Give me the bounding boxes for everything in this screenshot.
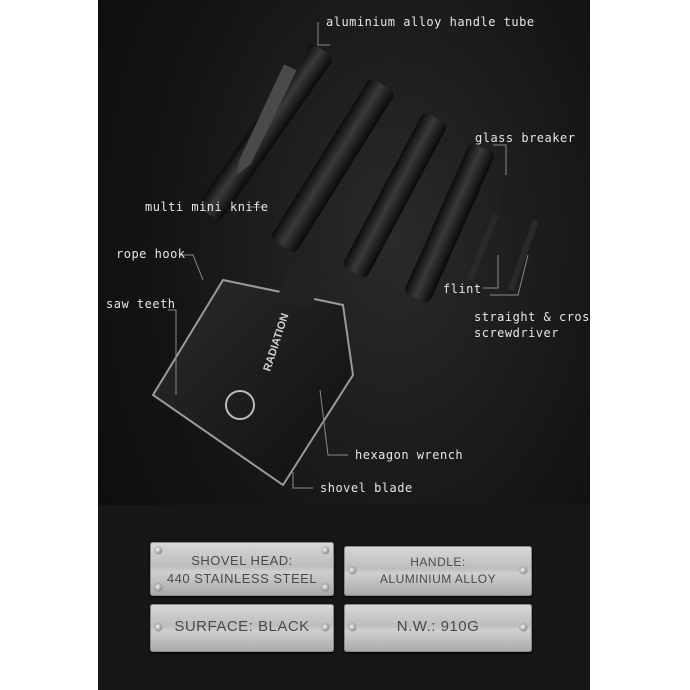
screw <box>155 547 162 554</box>
handle-tube <box>343 113 447 277</box>
plate-handle-line1: HANDLE: <box>410 555 466 569</box>
plate-shovel-head: SHOVEL HEAD: 440 STAINLESS STEEL <box>150 542 334 596</box>
lower-background <box>98 505 590 690</box>
label-hex-wrench: hexagon wrench <box>355 448 464 462</box>
handle-tube <box>271 79 394 252</box>
callout-lines <box>168 22 529 489</box>
label-screwdriver-line2: screwdriver <box>474 326 559 340</box>
glass-breaker <box>501 190 519 218</box>
plate-weight-text: N.W.: 910G <box>396 618 480 635</box>
handle-tube <box>405 144 494 303</box>
plate-head-line2: 440 STAINLESS STEEL <box>166 571 318 586</box>
screw <box>322 624 329 631</box>
product-poster: RADIATION aluminium alloy handle tube gl… <box>98 0 590 690</box>
label-handle-tube: aluminium alloy handle tube <box>326 15 535 29</box>
plate-handle: HANDLE: ALUMINIUM ALLOY <box>344 546 532 596</box>
screw <box>520 624 527 631</box>
label-mini-knife: multi mini knife <box>145 200 269 214</box>
label-saw-teeth: saw teeth <box>106 297 176 311</box>
screwdriver-bit <box>507 218 539 292</box>
label-rope-hook: rope hook <box>116 247 186 261</box>
label-screwdriver-line1: straight & cross <box>474 310 590 324</box>
screw <box>349 567 356 574</box>
plate-handle-line2: ALUMINIUM ALLOY <box>379 572 497 586</box>
screw <box>155 584 162 591</box>
mini-knife <box>236 37 310 175</box>
screw <box>155 624 162 631</box>
screw <box>322 584 329 591</box>
screw <box>322 547 329 554</box>
product-illustration: RADIATION <box>98 22 590 690</box>
shovel-head: RADIATION <box>151 261 355 487</box>
plate-surface-text: SURFACE: BLACK <box>174 618 310 635</box>
screwdriver-bit <box>466 213 499 282</box>
plate-head-line1: SHOVEL HEAD: <box>191 553 293 568</box>
plate-surface: SURFACE: BLACK <box>150 604 334 652</box>
label-glass-breaker: glass breaker <box>475 131 576 145</box>
screw <box>520 567 527 574</box>
screw <box>349 624 356 631</box>
plate-weight: N.W.: 910G <box>344 604 532 652</box>
label-shovel-blade: shovel blade <box>320 481 413 495</box>
label-flint: flint <box>443 282 482 296</box>
